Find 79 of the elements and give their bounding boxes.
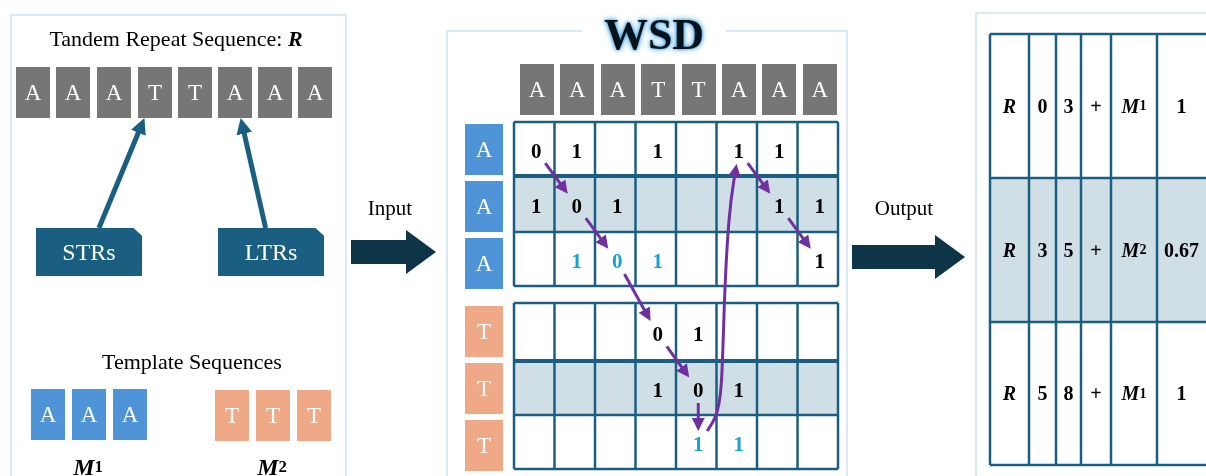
table-value: + <box>1089 237 1103 263</box>
nucleotide-tile: A <box>762 64 797 115</box>
table-value: 5 <box>1036 381 1049 406</box>
nucleotide-tile: A <box>56 67 90 118</box>
arrow <box>787 217 811 249</box>
table-value: 3 <box>1062 93 1075 119</box>
nucleotide-tile: A <box>31 389 65 440</box>
nucleotide-tile: A <box>465 238 503 289</box>
score-value: 1 <box>810 193 829 219</box>
score-value: 1 <box>608 193 627 219</box>
nucleotide-tile: T <box>465 420 503 471</box>
nucleotide-tile: A <box>218 67 252 118</box>
nucleotide-tile: A <box>722 64 756 115</box>
flow-arrow <box>351 230 436 274</box>
nucleotide-tile: T <box>215 390 249 441</box>
table-value: R <box>1001 93 1018 119</box>
nucleotide-tile: T <box>256 390 290 441</box>
arrow <box>236 118 269 229</box>
arrow <box>665 345 690 378</box>
score-value: 1 <box>689 321 708 347</box>
table-value: + <box>1089 93 1103 119</box>
nucleotide-tile: A <box>258 67 292 118</box>
arrow <box>705 164 741 432</box>
score-value: 1 <box>567 248 586 274</box>
panel-card <box>10 14 347 476</box>
score-value: 1 <box>770 138 789 164</box>
table-value: R <box>1001 237 1018 263</box>
score-value: 0 <box>689 377 708 403</box>
nucleotide-tile: A <box>113 389 147 440</box>
flow-arrow <box>852 235 965 279</box>
table-value: 3 <box>1036 237 1049 263</box>
table-value: R <box>1001 381 1018 406</box>
score-value: 1 <box>567 138 586 164</box>
score-value: 1 <box>729 377 748 403</box>
score-value: 1 <box>527 193 546 219</box>
nucleotide-tile: T <box>297 390 331 441</box>
nucleotide-tile: T <box>641 64 676 115</box>
table-value: 5 <box>1062 237 1075 263</box>
nucleotide-tile: A <box>97 67 131 118</box>
score-value: 1 <box>770 193 789 219</box>
arrow <box>96 118 146 229</box>
nucleotide-tile: A <box>16 67 50 118</box>
repeat-type-tag: LTRs <box>218 228 324 276</box>
score-value: 1 <box>648 377 667 403</box>
nucleotide-tile: A <box>298 67 332 118</box>
table-value: 0 <box>1036 93 1049 119</box>
nucleotide-tile: A <box>560 64 595 115</box>
arrow <box>746 162 771 194</box>
score-value: 0 <box>608 248 627 274</box>
table-value: + <box>1089 381 1103 406</box>
repeat-type-tag: STRs <box>36 228 142 276</box>
score-value: 1 <box>729 138 748 164</box>
score-value: 1 <box>810 248 829 274</box>
nucleotide-tile: T <box>138 67 172 118</box>
arrow <box>584 217 609 249</box>
score-value: 0 <box>567 193 586 219</box>
score-value: 0 <box>648 321 667 347</box>
nucleotide-tile: A <box>520 64 554 115</box>
table-value: 0.67 <box>1163 237 1200 263</box>
nucleotide-tile: T <box>465 306 503 357</box>
nucleotide-tile: T <box>178 67 212 118</box>
arrow <box>691 403 705 431</box>
table-value: 8 <box>1062 381 1075 406</box>
score-value: 1 <box>648 248 667 274</box>
nucleotide-tile: A <box>465 124 503 175</box>
arrow <box>623 273 651 321</box>
nucleotide-tile: A <box>465 181 503 232</box>
arrow <box>544 162 568 194</box>
score-value: 1 <box>689 431 708 457</box>
nucleotide-tile: A <box>600 64 635 115</box>
score-value: 0 <box>527 138 546 164</box>
score-value: 1 <box>648 138 667 164</box>
nucleotide-tile: T <box>465 363 503 414</box>
nucleotide-tile: A <box>72 389 106 440</box>
nucleotide-tile: T <box>681 64 716 115</box>
score-value: 1 <box>729 431 748 457</box>
nucleotide-tile: A <box>802 64 837 115</box>
table-value: 1 <box>1175 93 1188 119</box>
table-value: 1 <box>1175 381 1188 406</box>
